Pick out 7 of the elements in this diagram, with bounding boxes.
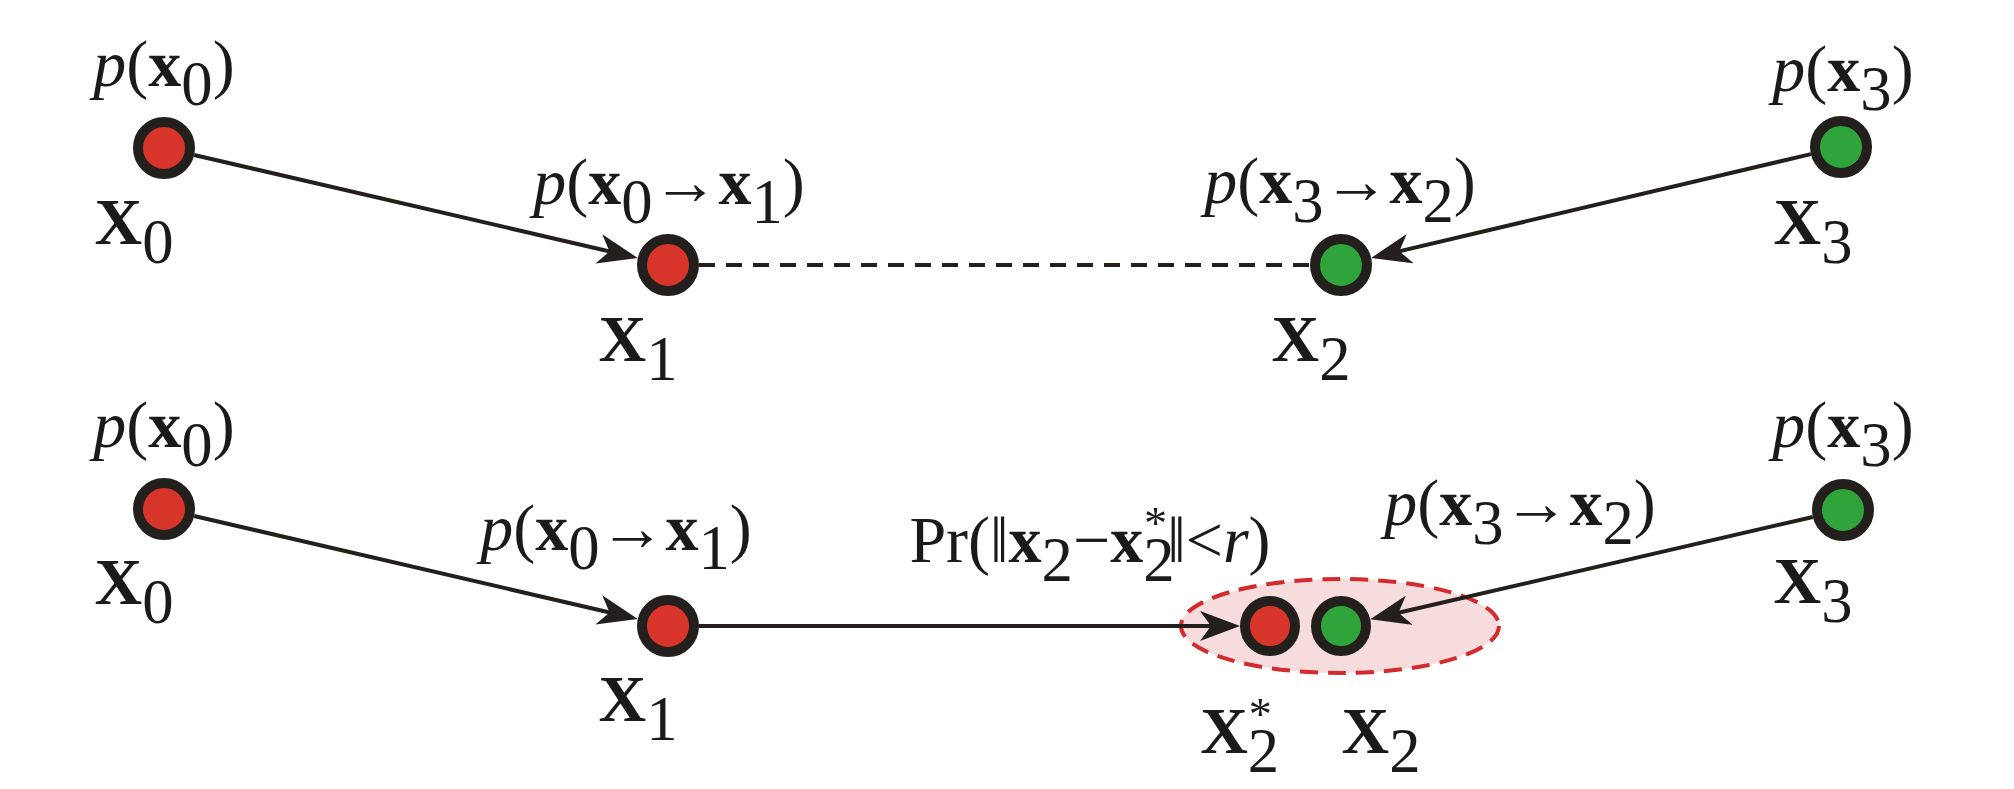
arrow [1371, 152, 1812, 264]
arrow [193, 514, 638, 625]
arrow [699, 611, 1240, 641]
dashed-line [699, 263, 1310, 267]
arrow [1370, 515, 1814, 625]
dashed-ellipse [1179, 577, 1501, 675]
arrow [193, 153, 638, 264]
